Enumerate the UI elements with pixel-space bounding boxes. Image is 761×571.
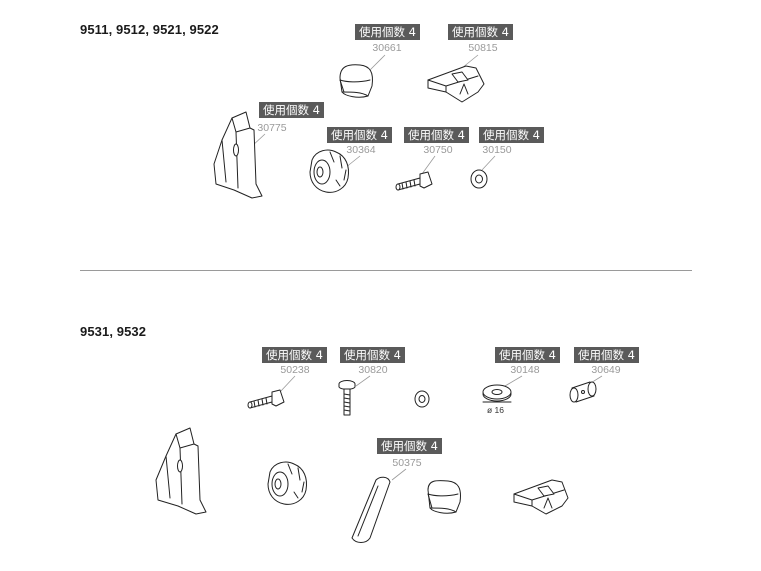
qty-label-30148: 使用個数 4	[495, 347, 560, 363]
part-30820-screw-drawing	[338, 380, 356, 416]
qty-label-30649: 使用個数 4	[574, 347, 639, 363]
part-bracket-drawing-section2	[155, 427, 207, 515]
part-number-50815: 50815	[468, 42, 498, 54]
part-50238-bolt-drawing	[247, 389, 285, 409]
part-number-50238: 50238	[280, 364, 310, 376]
part-cap-drawing-section2	[427, 480, 461, 514]
part-knob-drawing-section2	[267, 461, 307, 505]
part-number-30661: 30661	[372, 42, 402, 54]
qty-label-30820: 使用個数 4	[340, 347, 405, 363]
qty-label-30364: 使用個数 4	[327, 127, 392, 143]
part-30150-washer-drawing	[470, 169, 488, 189]
section-title-1: 9511, 9512, 9521, 9522	[80, 22, 219, 37]
part-50375-pad-drawing	[351, 476, 391, 543]
part-clamp-drawing-section2	[513, 479, 569, 515]
qty-label-30661: 使用個数 4	[355, 24, 420, 40]
part-number-30750: 30750	[423, 144, 453, 156]
part-50815-clamp-drawing	[427, 65, 485, 103]
part-number-30364: 30364	[346, 144, 376, 156]
part-30750-bolt-drawing	[395, 171, 433, 191]
part-number-30775: 30775	[257, 122, 287, 134]
section-divider	[80, 270, 692, 271]
qty-label-30150: 使用個数 4	[479, 127, 544, 143]
part-30775-bracket-drawing	[213, 111, 263, 199]
washer-diameter-label: ø 16	[487, 405, 505, 415]
part-number-30150: 30150	[482, 144, 512, 156]
section-title-2: 9531, 9532	[80, 324, 147, 339]
part-30661-cap-drawing	[339, 64, 373, 98]
part-number-30820: 30820	[358, 364, 388, 376]
part-number-30649: 30649	[591, 364, 621, 376]
qty-label-30750: 使用個数 4	[404, 127, 469, 143]
part-number-50375: 50375	[392, 457, 422, 469]
part-30649-sleeve-drawing	[569, 381, 597, 403]
part-small-washer-drawing	[414, 390, 430, 408]
qty-label-30775: 使用個数 4	[259, 102, 324, 118]
qty-label-50375: 使用個数 4	[377, 438, 442, 454]
qty-label-50238: 使用個数 4	[262, 347, 327, 363]
part-number-30148: 30148	[510, 364, 540, 376]
qty-label-50815: 使用個数 4	[448, 24, 513, 40]
part-30364-knob-drawing	[309, 149, 349, 193]
part-30148-washer-drawing	[482, 384, 512, 403]
